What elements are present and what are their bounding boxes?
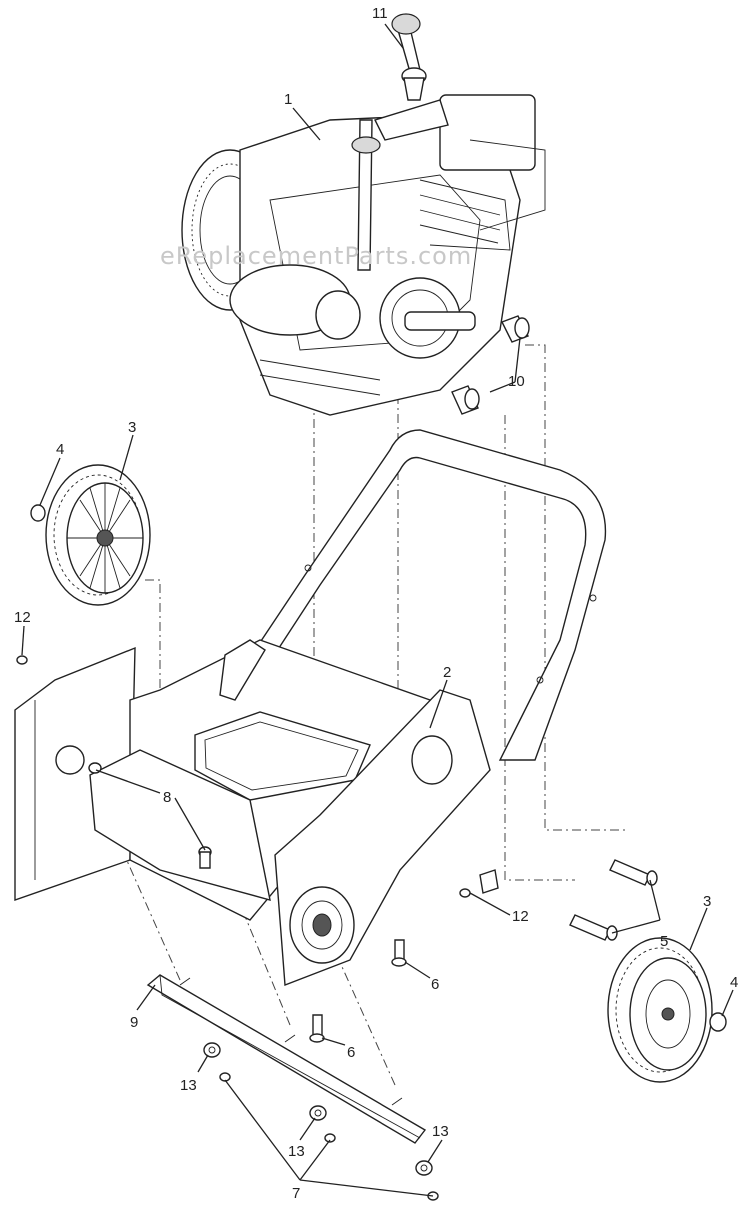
- callout-6-lower: 6: [347, 1044, 355, 1061]
- callout-4-left: 4: [56, 441, 64, 458]
- callout-1: 1: [284, 91, 292, 108]
- spacers[interactable]: [451, 315, 530, 415]
- wheel-nuts[interactable]: [30, 504, 727, 1032]
- callout-4-right: 4: [730, 974, 738, 991]
- dipstick[interactable]: [391, 13, 427, 101]
- scraper-bar[interactable]: [146, 974, 427, 1144]
- callout-3-left: 3: [128, 419, 136, 436]
- wheel-right[interactable]: [607, 937, 713, 1083]
- wheel-left[interactable]: [45, 464, 151, 606]
- engine-assembly[interactable]: [181, 94, 546, 416]
- leader-lines: [21, 23, 734, 1197]
- callout-6-upper: 6: [431, 976, 439, 993]
- callout-11: 11: [372, 5, 388, 22]
- callout-13-left: 13: [180, 1077, 197, 1094]
- callout-8: 8: [163, 789, 171, 806]
- callout-10: 10: [508, 373, 525, 390]
- callout-13-middle: 13: [288, 1143, 305, 1160]
- callout-13-right: 13: [432, 1123, 449, 1140]
- housing[interactable]: [14, 639, 499, 986]
- callout-12-left: 12: [14, 609, 31, 626]
- callout-5: 5: [660, 933, 668, 950]
- axle-bolts[interactable]: [569, 859, 658, 941]
- callout-2: 2: [443, 664, 451, 681]
- callout-12-right: 12: [512, 908, 529, 925]
- screws[interactable]: [16, 655, 471, 1043]
- callout-9: 9: [130, 1014, 138, 1031]
- callout-7: 7: [292, 1185, 300, 1202]
- handle[interactable]: [223, 429, 607, 761]
- watermark: eReplacementParts.com: [160, 242, 472, 270]
- callouts: 11 1 10 3 4 12 2 8 12 5 3 4 6 6 9 13 13 …: [14, 5, 738, 1202]
- callout-3-right: 3: [703, 893, 711, 910]
